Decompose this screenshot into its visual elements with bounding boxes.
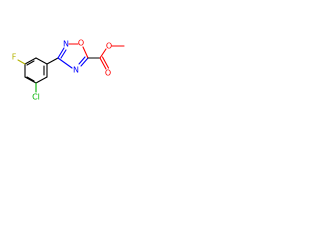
- bond: [26, 76, 35, 82]
- bond-carbonyl: [99, 57, 107, 70]
- bond: [24, 76, 37, 84]
- bond: [60, 49, 67, 59]
- bond: [80, 57, 89, 67]
- benzene-ring: [24, 57, 48, 84]
- atom-label-ring-o1: O: [78, 39, 84, 48]
- chlorine-label: Cl: [32, 93, 40, 102]
- ring-oxygen-label: O: [78, 39, 84, 48]
- structure-canvas: F Cl N O N O O: [0, 0, 152, 152]
- bond-aryl-oxadiazole: [46, 57, 59, 65]
- fluorine-label: F: [12, 53, 17, 62]
- bond: [57, 47, 65, 59]
- bond: [82, 46, 89, 59]
- bond-to-fluorine: [17, 59, 26, 65]
- atom-label-ring-n4: N: [73, 66, 79, 75]
- bond: [35, 57, 48, 65]
- bond: [99, 48, 107, 59]
- atom-label-chlorine: Cl: [32, 93, 40, 102]
- atom-label-ring-n2: N: [63, 40, 69, 49]
- ester-oxygen-label: O: [106, 42, 112, 51]
- methyl-ester: [87, 45, 125, 70]
- ring-nitrogen-label: N: [73, 66, 79, 75]
- atom-label-ester-o: O: [106, 42, 112, 51]
- atom-label-carbonyl-o: O: [105, 69, 111, 78]
- bond: [35, 76, 48, 84]
- bond-carbonyl: [101, 56, 110, 69]
- carbonyl-oxygen-label: O: [105, 69, 111, 78]
- bond: [26, 60, 35, 66]
- bond: [78, 56, 86, 65]
- ring-nitrogen-label: N: [63, 40, 69, 49]
- atom-label-fluorine: F: [12, 53, 17, 62]
- bond: [57, 57, 73, 69]
- molecule-drawing: F Cl N O N O O: [12, 39, 125, 102]
- bond: [24, 57, 37, 65]
- oxadiazole-ring: [57, 43, 89, 69]
